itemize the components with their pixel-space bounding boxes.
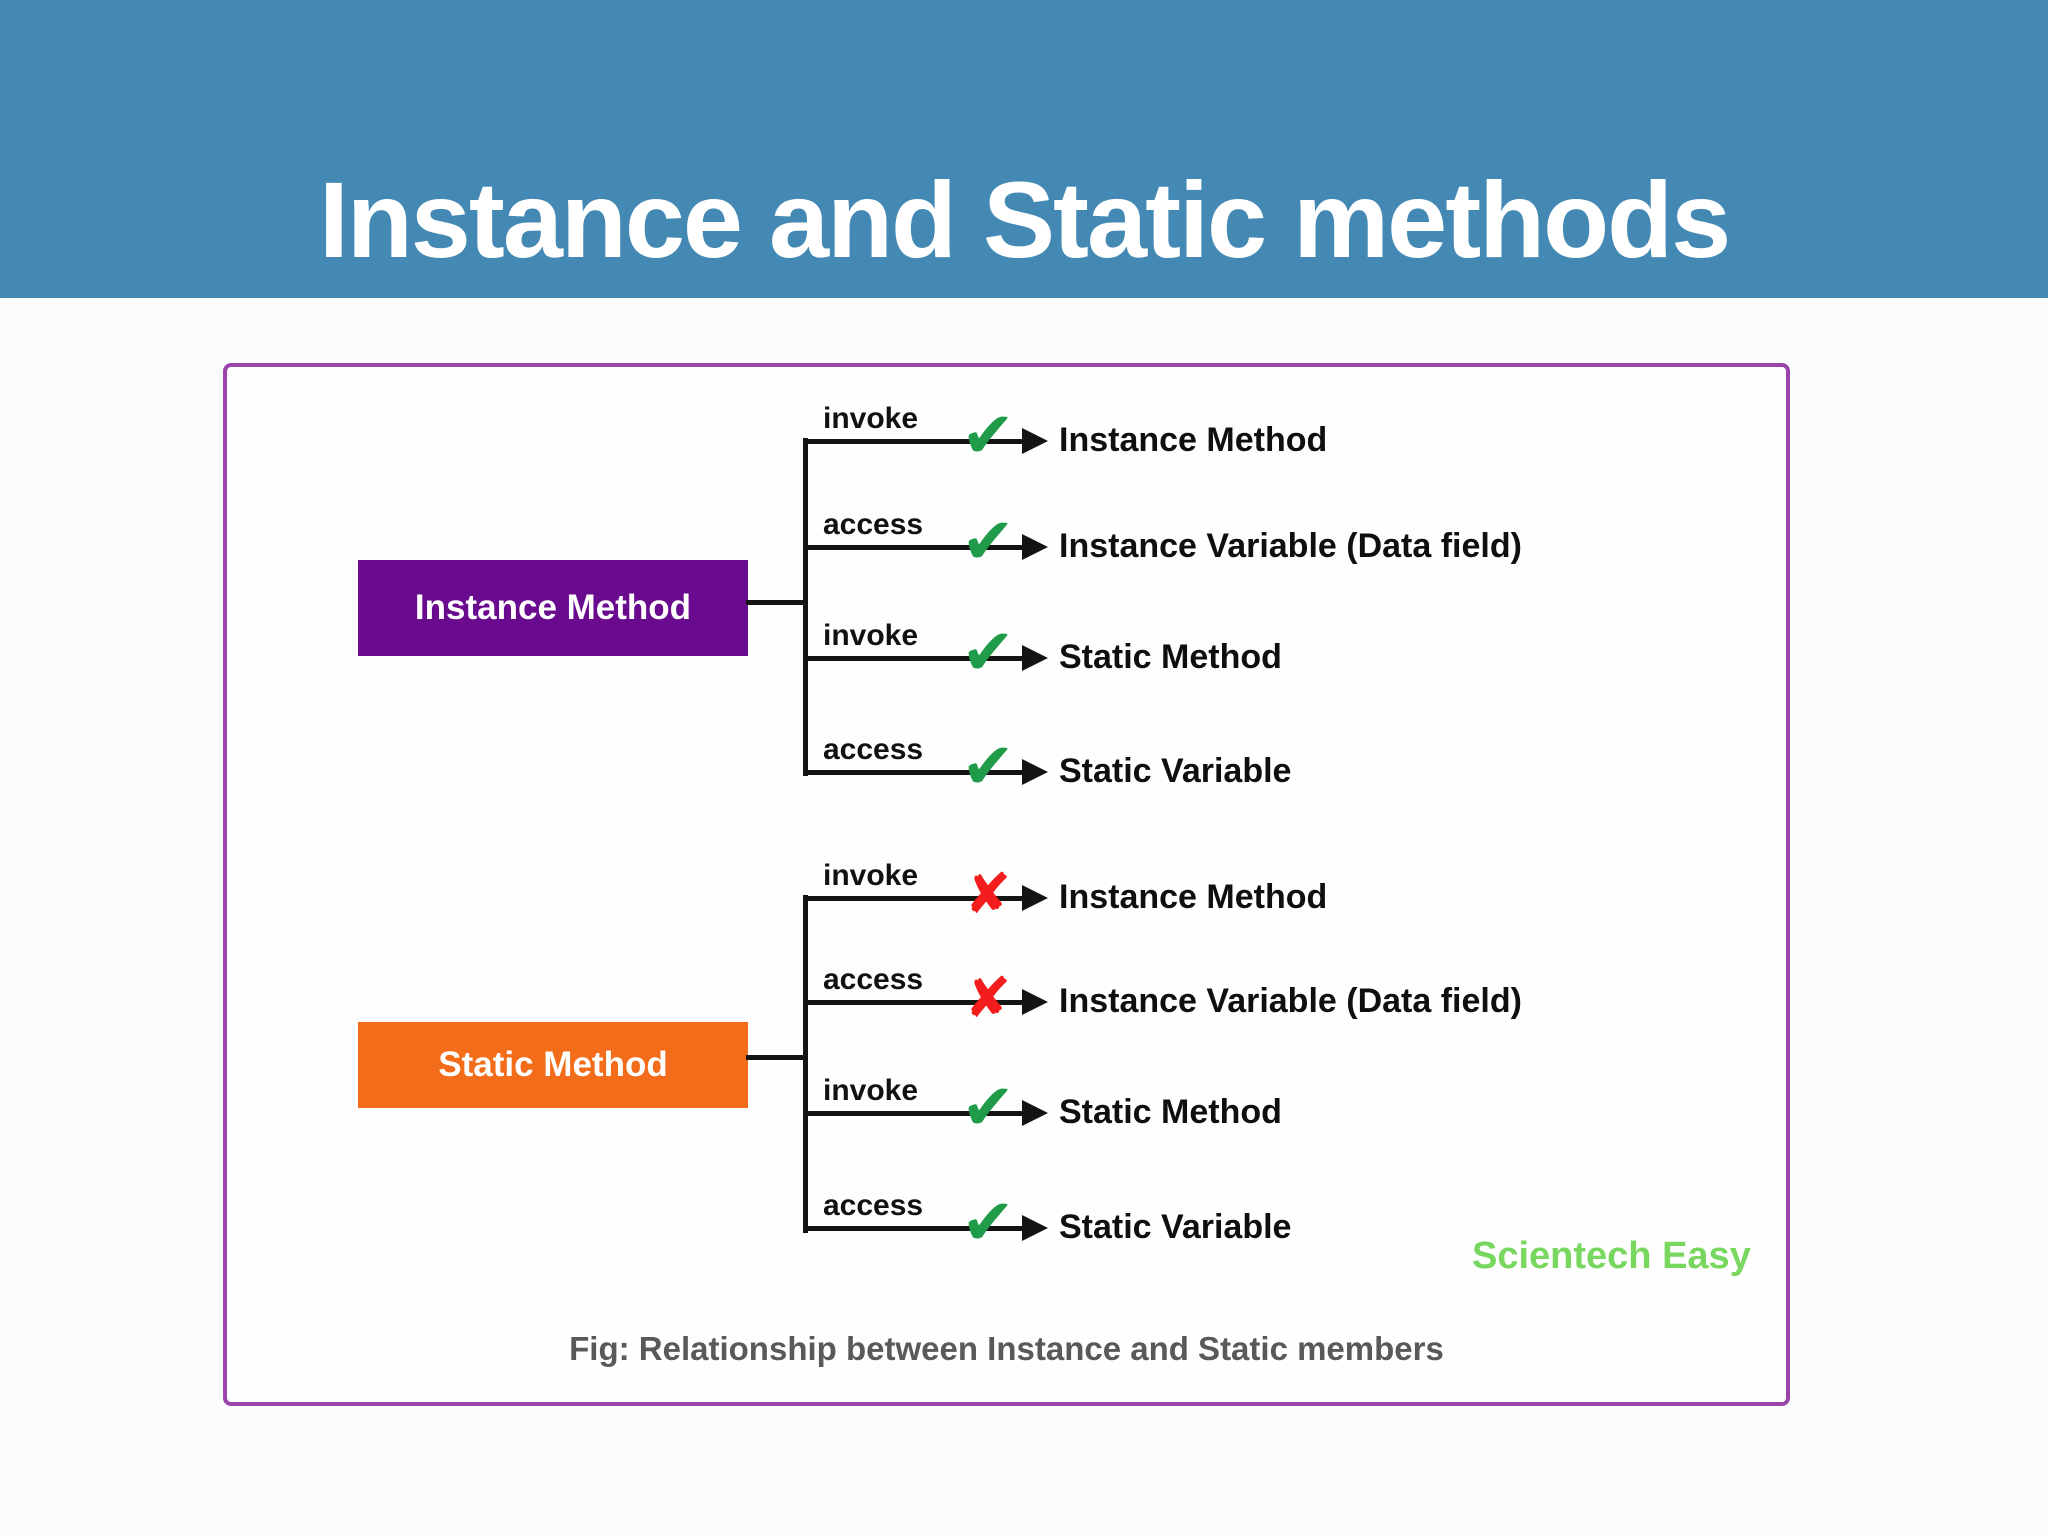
denied-cross-icon: ✘ bbox=[964, 966, 1012, 1031]
page-title: Instance and Static methods bbox=[318, 159, 1731, 281]
target-label: Instance Variable (Data field) bbox=[1059, 527, 1522, 565]
target-label: Static Variable bbox=[1059, 1208, 1292, 1246]
branch-row: invoke ✔ Static Method bbox=[803, 1068, 1763, 1160]
arrowhead-icon bbox=[1022, 759, 1048, 785]
static-connector-stub bbox=[746, 1055, 806, 1060]
arrowhead-icon bbox=[1022, 428, 1048, 454]
action-label: invoke bbox=[823, 1074, 919, 1107]
branch-row: invoke ✔ Instance Method bbox=[803, 396, 1763, 488]
header-bar: Instance and Static methods bbox=[0, 0, 2048, 298]
arrowhead-icon bbox=[1022, 534, 1048, 560]
arrowhead-icon bbox=[1022, 645, 1048, 671]
target-label: Static Method bbox=[1059, 638, 1282, 676]
branch-row: invoke ✔ Static Method bbox=[803, 613, 1763, 705]
branch-line bbox=[803, 656, 1022, 661]
action-label: access bbox=[823, 1189, 924, 1222]
arrowhead-icon bbox=[1022, 1100, 1048, 1126]
static-method-source-box: Static Method bbox=[358, 1022, 748, 1108]
action-label: access bbox=[823, 508, 924, 541]
arrowhead-icon bbox=[1022, 989, 1048, 1015]
branch-row: access ✔ Instance Variable (Data field) bbox=[803, 502, 1763, 594]
branch-line bbox=[803, 896, 1022, 901]
target-label: Static Variable bbox=[1059, 752, 1292, 790]
instance-method-source-label: Instance Method bbox=[414, 588, 692, 627]
arrowhead-icon bbox=[1022, 885, 1048, 911]
branch-line bbox=[803, 770, 1022, 775]
action-label: invoke bbox=[823, 859, 919, 892]
instance-connector-stub bbox=[746, 600, 806, 605]
instance-method-source-box: Instance Method bbox=[358, 560, 748, 656]
allowed-check-icon: ✔ bbox=[961, 730, 1015, 804]
branch-row: access ✔ Static Variable bbox=[803, 1183, 1763, 1275]
branch-row: invoke ✘ Instance Method bbox=[803, 853, 1763, 945]
allowed-check-icon: ✔ bbox=[961, 1186, 1015, 1260]
branch-row: access ✘ Instance Variable (Data field) bbox=[803, 957, 1763, 1049]
action-label: access bbox=[823, 733, 924, 766]
figure-caption: Fig: Relationship between Instance and S… bbox=[569, 1330, 1444, 1367]
target-label: Instance Variable (Data field) bbox=[1059, 982, 1522, 1020]
arrowhead-icon bbox=[1022, 1215, 1048, 1241]
action-label: invoke bbox=[823, 619, 919, 652]
allowed-check-icon: ✔ bbox=[961, 616, 1015, 690]
target-label: Instance Method bbox=[1059, 878, 1328, 916]
target-label: Static Method bbox=[1059, 1093, 1282, 1131]
action-label: invoke bbox=[823, 402, 919, 435]
branch-line bbox=[803, 1111, 1022, 1116]
branch-line bbox=[803, 545, 1022, 550]
branch-line bbox=[803, 1000, 1022, 1005]
allowed-check-icon: ✔ bbox=[961, 1071, 1015, 1145]
static-branch-trunk bbox=[803, 895, 808, 1233]
action-label: access bbox=[823, 963, 924, 996]
allowed-check-icon: ✔ bbox=[961, 505, 1015, 579]
static-method-source-label: Static Method bbox=[438, 1045, 668, 1084]
branch-line bbox=[803, 1226, 1022, 1231]
branch-line bbox=[803, 439, 1022, 444]
watermark: Scientech Easy bbox=[1472, 1235, 1751, 1277]
instance-branch-trunk bbox=[803, 438, 808, 776]
branch-row: access ✔ Static Variable bbox=[803, 727, 1763, 819]
allowed-check-icon: ✔ bbox=[961, 399, 1015, 473]
denied-cross-icon: ✘ bbox=[964, 862, 1012, 927]
target-label: Instance Method bbox=[1059, 421, 1328, 459]
diagram-frame: Instance Method Static Method invoke ✔ I… bbox=[223, 363, 1790, 1406]
